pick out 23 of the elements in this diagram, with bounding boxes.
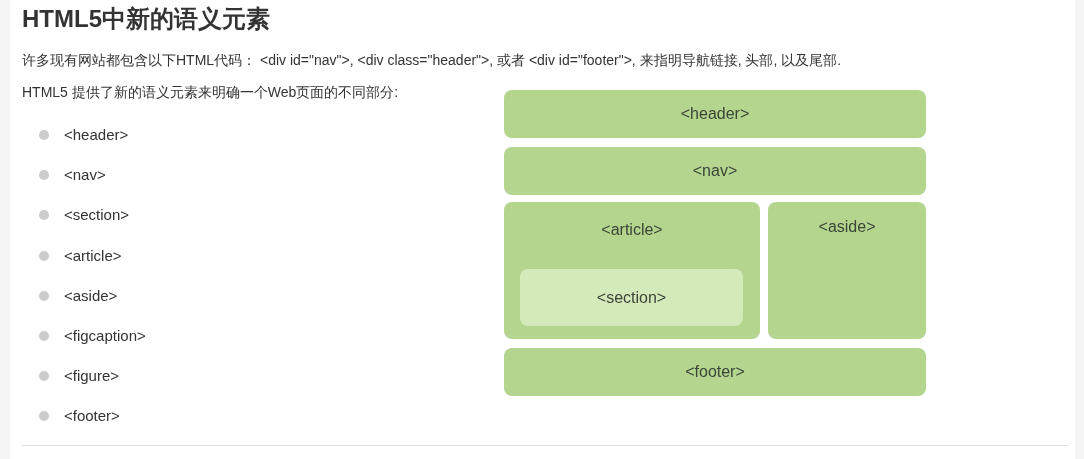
layout-block bbox=[504, 147, 926, 195]
layout-block bbox=[504, 90, 926, 138]
block-label: <footer> bbox=[685, 362, 745, 382]
list-item: <article> bbox=[64, 245, 122, 266]
layout-block bbox=[504, 202, 760, 339]
page-title: HTML5中新的语义元素 bbox=[22, 4, 270, 34]
list-item: <header> bbox=[64, 125, 129, 145]
block-label: <aside> bbox=[818, 217, 876, 237]
block-label: <nav> bbox=[692, 161, 738, 181]
list-item: <nav> bbox=[64, 165, 106, 186]
list-item: <aside> bbox=[64, 285, 118, 306]
block-label: <section> bbox=[596, 287, 667, 308]
list-item: <footer> bbox=[64, 406, 120, 427]
layout-block bbox=[768, 202, 926, 339]
list-item: <section> bbox=[64, 205, 130, 226]
paragraph: HTML5 提供了新的语义元素来明确一个Web页面的不同部分: bbox=[22, 83, 399, 102]
block-label: <header> bbox=[680, 104, 750, 124]
list-item: <figcaption> bbox=[64, 326, 146, 346]
paragraph: 许多现有网站都包含以下HTML代码： <div id="nav">, <div class="header">, 或者 <div id="footer">, 来指明导航链接, 头部, 以及尾部. bbox=[22, 51, 842, 70]
block-label: <article> bbox=[601, 220, 663, 240]
layout-block bbox=[504, 348, 926, 396]
list-item: <figure> bbox=[64, 366, 120, 387]
nested-layout-block bbox=[520, 269, 743, 326]
